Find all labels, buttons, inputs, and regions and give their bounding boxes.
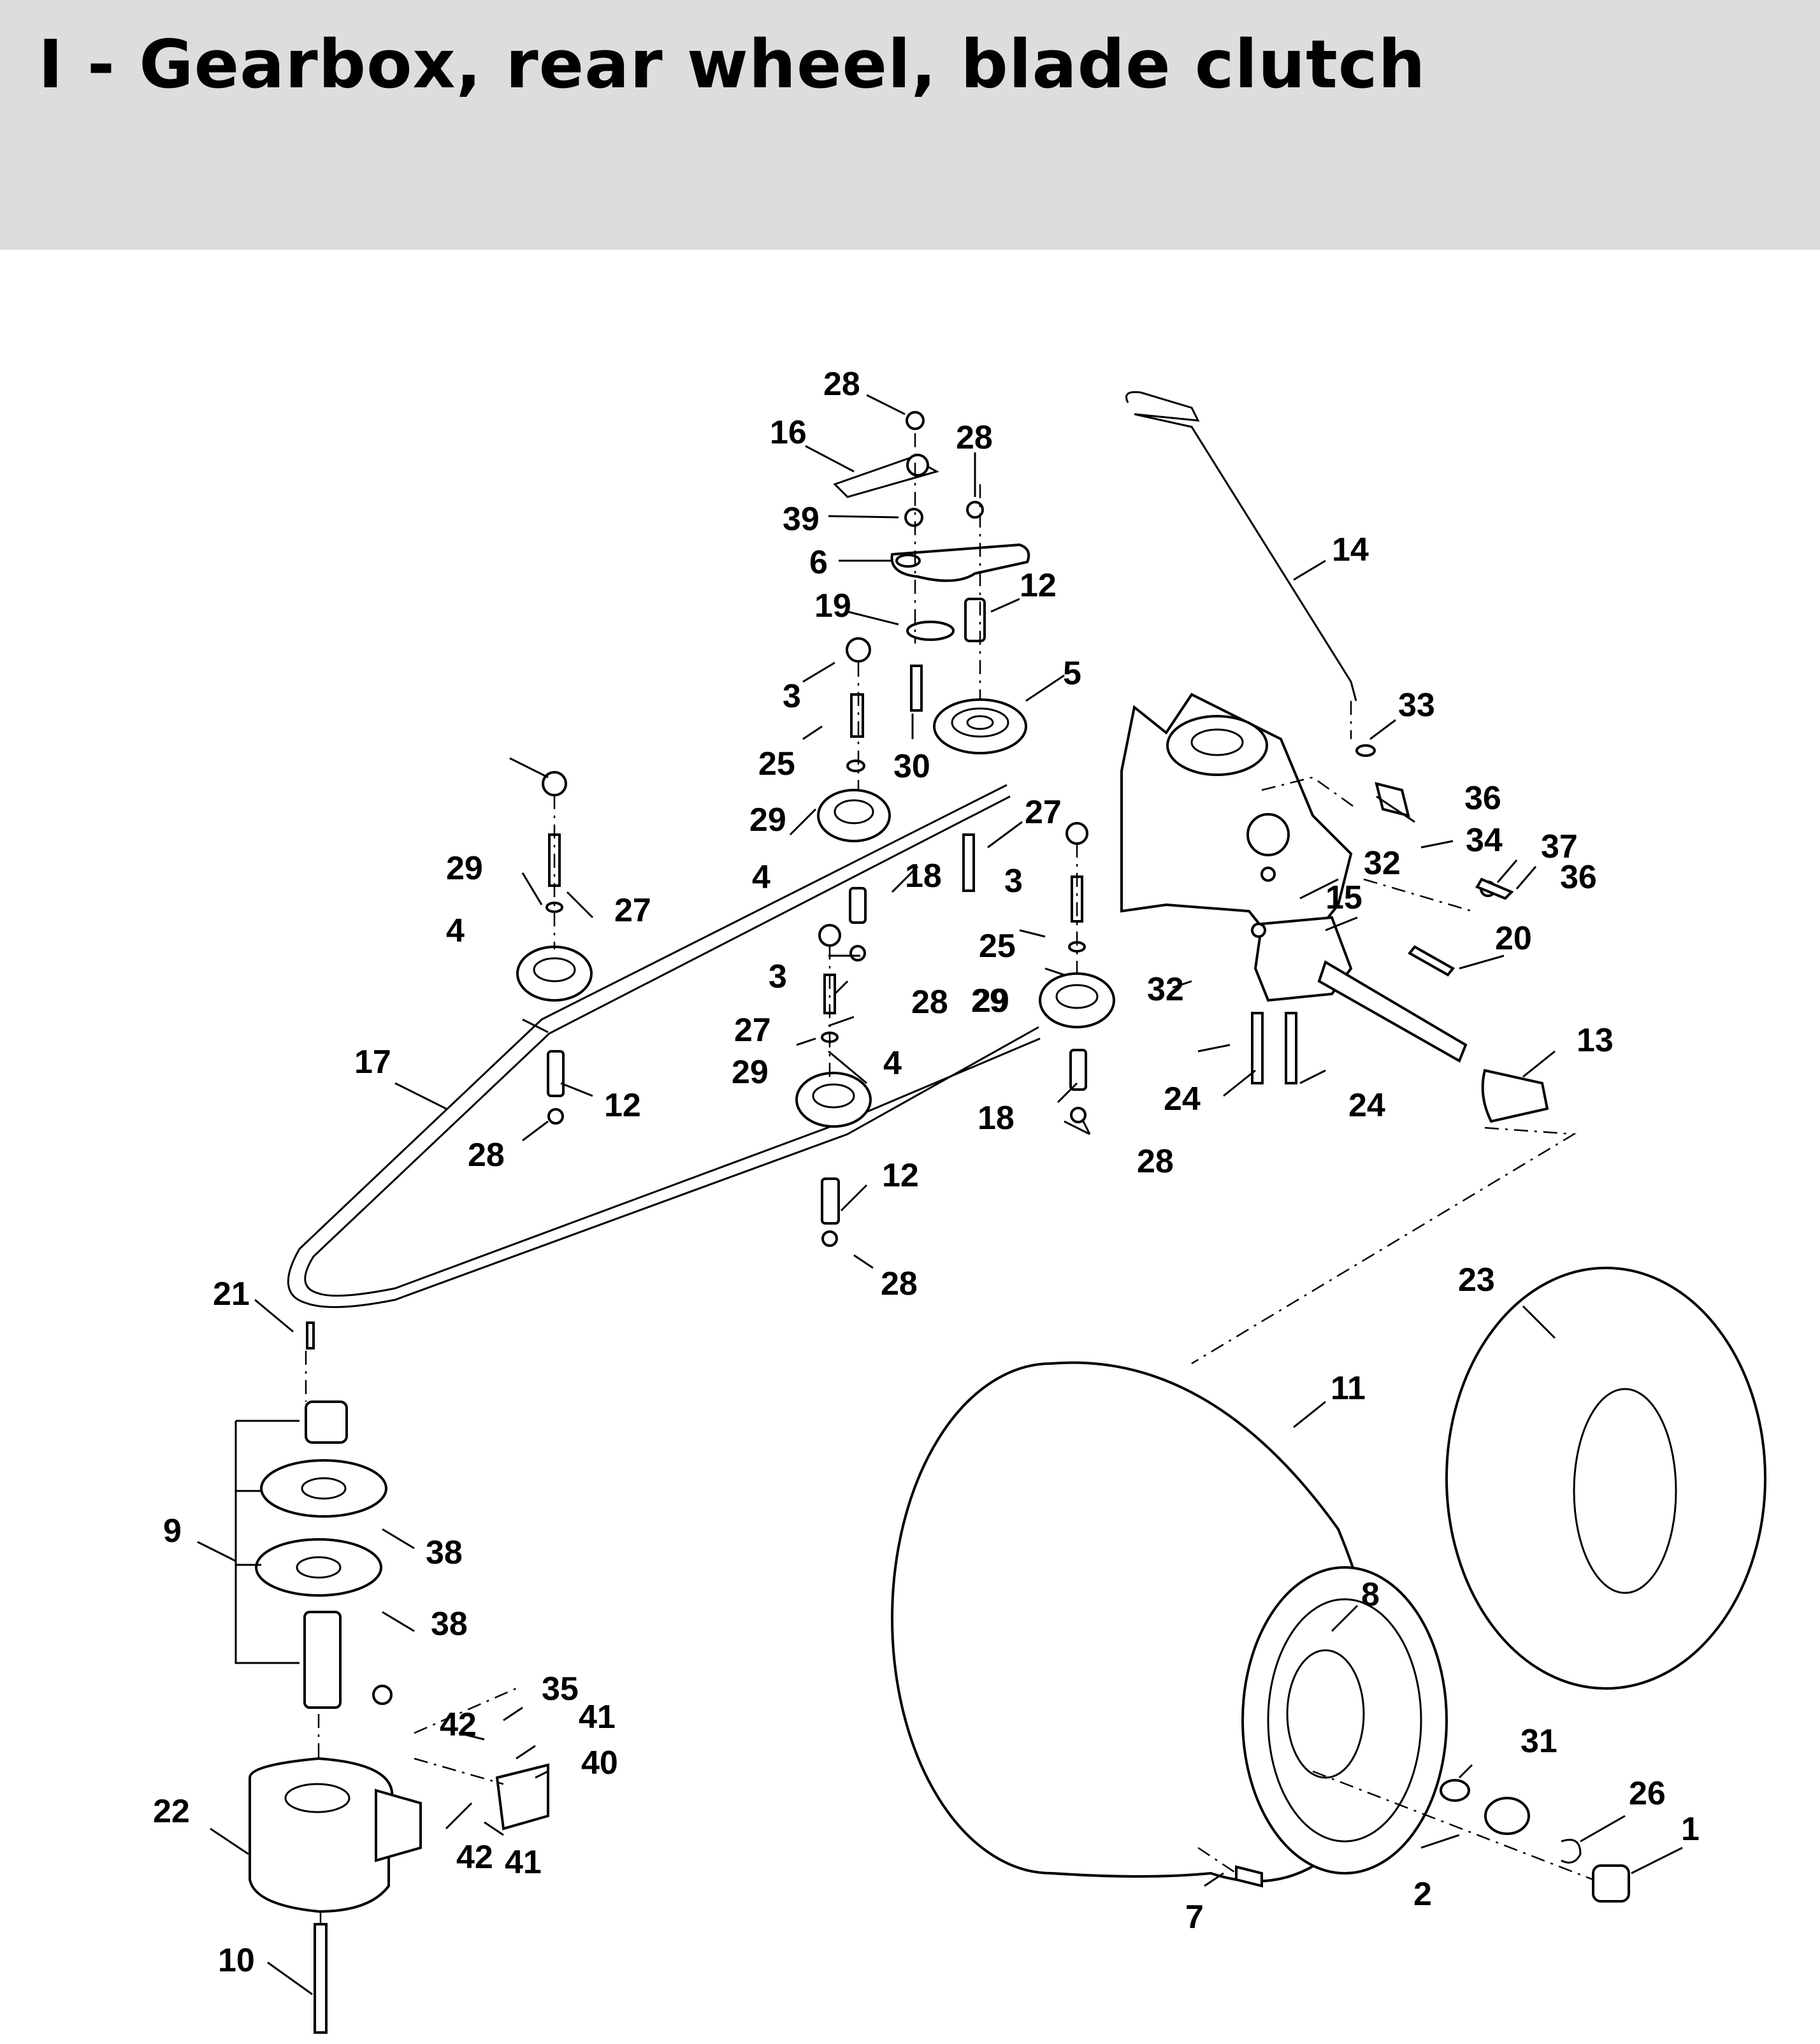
callout-label: 29 <box>972 982 1009 1019</box>
header-band: I - Gearbox, rear wheel, blade clutch <box>0 0 1820 250</box>
callout-label: 25 <box>758 745 795 782</box>
callout-label: 29 <box>446 850 483 887</box>
callout-label: 36 <box>1560 859 1597 896</box>
callout-label: 34 <box>1466 822 1503 859</box>
callout-label: 12 <box>604 1087 641 1124</box>
callout-label: 39 <box>783 501 820 538</box>
wheel-rim-icon <box>1241 1566 1448 1875</box>
callout-label: 11 <box>1331 1370 1366 1407</box>
tension-arm-icon <box>833 411 1030 772</box>
callout-label: 3 <box>783 678 801 715</box>
callout-label: 2 <box>1413 1876 1432 1913</box>
callout-label: 21 <box>213 1276 250 1313</box>
callout-label: 22 <box>153 1793 190 1830</box>
callout-label: 29 <box>749 802 786 838</box>
callout-label: 33 <box>1398 687 1435 724</box>
blade-clutch-icon <box>235 1321 549 2034</box>
callout-label: 41 <box>579 1699 616 1736</box>
callout-label: 42 <box>440 1706 477 1743</box>
callout-label: 25 <box>979 928 1016 965</box>
callout-label: 19 <box>814 587 851 624</box>
callout-label: 28 <box>956 419 993 456</box>
callout-label: 14 <box>1332 531 1369 568</box>
callout-label: 9 <box>163 1513 182 1550</box>
inner-tube-icon <box>1445 1267 1766 1690</box>
idler-pulley-icon <box>516 698 1115 1128</box>
callout-label: 28 <box>881 1265 918 1302</box>
callout-label: 38 <box>426 1534 463 1571</box>
callout-label: 28 <box>1137 1143 1174 1180</box>
callout-label: 3 <box>1004 863 1023 900</box>
callout-label: 37 <box>1541 828 1578 865</box>
callout-label: 16 <box>770 414 807 451</box>
callout-label: 24 <box>1348 1087 1385 1124</box>
callout-label: 28 <box>911 984 948 1021</box>
callout-label: 1 <box>1681 1811 1700 1848</box>
callout-label: 28 <box>823 366 860 403</box>
callout-label: 32 <box>1364 845 1401 882</box>
callout-label: 27 <box>734 1012 771 1049</box>
callout-label: 18 <box>978 1100 1015 1137</box>
callout-label: 38 <box>431 1606 468 1643</box>
callout-label: 12 <box>882 1157 919 1194</box>
callout-label: 10 <box>218 1942 255 1979</box>
shift-rod-icon <box>1125 391 1357 702</box>
callout-label: 7 <box>1185 1899 1204 1936</box>
page-title: I - Gearbox, rear wheel, blade clutch <box>38 25 1426 103</box>
callout-label: 3 <box>769 958 787 995</box>
callout-label: 4 <box>752 859 770 896</box>
callout-label: 18 <box>905 858 942 895</box>
callout-label: 13 <box>1577 1022 1614 1059</box>
callout-label: 12 <box>1020 567 1057 604</box>
callout-label: 17 <box>354 1044 391 1081</box>
callout-label: 8 <box>1361 1576 1380 1613</box>
callout-label: 32 <box>1147 971 1184 1008</box>
part-callouts: 28 16 28 39 6 12 19 14 5 3 30 33 25 29 3… <box>153 366 1700 1979</box>
callout-label: 41 <box>505 1844 542 1881</box>
callout-label: 6 <box>809 544 828 581</box>
callout-label: 42 <box>456 1839 493 1876</box>
callout-label: 30 <box>893 748 930 785</box>
callout-label: 29 <box>971 982 1008 1019</box>
callout-label: 20 <box>1495 920 1532 957</box>
leader-lines <box>197 394 1683 1996</box>
callout-label: 29 <box>732 1054 769 1091</box>
callout-label: 15 <box>1325 879 1362 916</box>
callout-label: 27 <box>614 892 651 929</box>
callout-label: 4 <box>883 1045 902 1082</box>
wheel-hardware-icon <box>1235 1779 1630 1903</box>
callout-label: 5 <box>1063 655 1081 692</box>
callout-label: 36 <box>1464 780 1501 817</box>
callout-label: 28 <box>468 1137 505 1174</box>
transmission-gearbox-icon <box>1120 693 1549 1123</box>
callout-label: 27 <box>1025 794 1062 831</box>
callout-label: 23 <box>1458 1262 1495 1299</box>
callout-label: 35 <box>542 1671 579 1708</box>
callout-label: 40 <box>581 1745 618 1781</box>
drive-belt-icon <box>287 784 1041 1308</box>
callout-label: 4 <box>446 912 465 949</box>
callout-label: 24 <box>1164 1081 1201 1118</box>
callout-label: 26 <box>1629 1775 1666 1812</box>
callout-label: 31 <box>1520 1723 1557 1760</box>
